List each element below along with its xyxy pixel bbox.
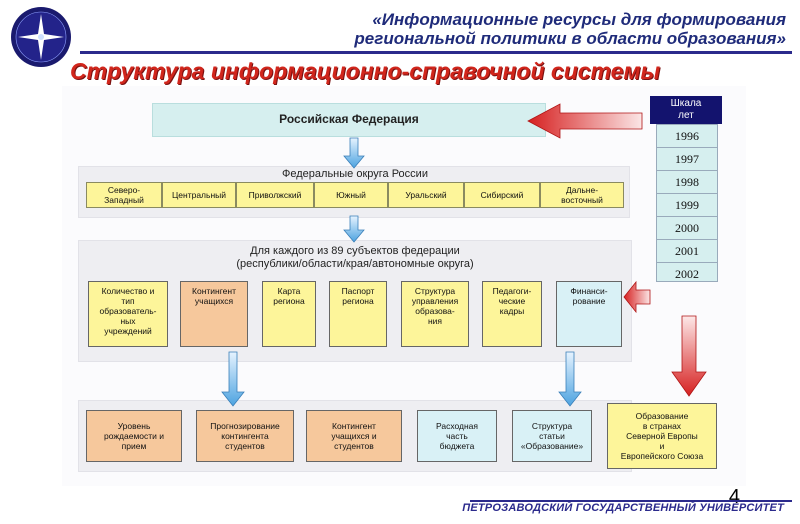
federation-subjects-label: Для каждого из 89 субъектов федерации (р…: [180, 245, 530, 271]
output-budget-expense-box: Расходная часть бюджета: [417, 410, 497, 462]
time-scale-header: Шкала лет: [650, 96, 722, 124]
year-item: 1997: [657, 148, 717, 171]
district-volga: Приволжский: [236, 182, 314, 208]
subject-financing-box: Финанси- рование: [556, 281, 622, 347]
university-name: ПЕТРОЗАВОДСКИЙ ГОСУДАРСТВЕННЫЙ УНИВЕРСИТ…: [462, 502, 784, 514]
subject-management-structure-box: Структура управления образова- ния: [401, 281, 469, 347]
time-scale-years: 1996 1997 1998 1999 2000 2001 2002: [656, 124, 718, 282]
subject-teaching-staff-box: Педагоги- ческие кадры: [482, 281, 542, 347]
subject-student-contingent-box: Контингент учащихся: [180, 281, 248, 347]
presentation-title: «Информационные ресурсы для формирования…: [186, 10, 786, 48]
federal-districts-label: Федеральные округа России: [282, 168, 428, 180]
district-central: Центральный: [162, 182, 236, 208]
slide-title: Структура информационно-справочной систе…: [70, 58, 661, 84]
left-arrow-years-to-financing: [623, 280, 651, 314]
district-siberian: Сибирский: [464, 182, 540, 208]
district-south: Южный: [314, 182, 388, 208]
subject-institutions-box: Количество и тип образователь- ных учреж…: [88, 281, 168, 347]
year-item: 1999: [657, 194, 717, 217]
subject-region-map-box: Карта региона: [262, 281, 316, 347]
down-arrow-to-subjects: [343, 215, 365, 243]
down-arrow-contingent: [221, 351, 245, 407]
federation-subjects-label-line2: (республики/области/края/автономные окру…: [236, 258, 474, 270]
federal-districts-row: Северо- Западный Центральный Приволжский…: [86, 182, 624, 208]
year-item: 1996: [657, 125, 717, 148]
year-item: 2001: [657, 240, 717, 263]
output-birth-rate-box: Уровень рождаемости и прием: [86, 410, 182, 462]
district-northwest: Северо- Западный: [86, 182, 162, 208]
output-education-article-box: Структура статьи «Образование»: [512, 410, 592, 462]
output-student-forecast-box: Прогнозирование контингента студентов: [196, 410, 294, 462]
university-logo-icon: [11, 7, 71, 67]
presentation-title-line1: «Информационные ресурсы для формирования: [372, 10, 786, 29]
down-arrow-to-europe: [671, 315, 707, 397]
header-rule: [80, 51, 792, 54]
russian-federation-node: Российская Федерация: [152, 103, 546, 137]
subject-region-passport-box: Паспорт региона: [329, 281, 387, 347]
year-item: 1998: [657, 171, 717, 194]
down-arrow-to-districts: [343, 137, 365, 169]
federation-subjects-label-line1: Для каждого из 89 субъектов федерации: [250, 245, 460, 257]
output-contingent-box: Контингент учащихся и студентов: [306, 410, 402, 462]
page-number: 4: [728, 486, 740, 508]
footer-rule: [470, 500, 792, 502]
russian-federation-label: Российская Федерация: [279, 112, 419, 126]
district-far-east: Дальне- восточный: [540, 182, 624, 208]
year-item: 2002: [675, 267, 699, 281]
output-europe-education-box: Образование в странах Северной Европы и …: [607, 403, 717, 469]
down-arrow-financing: [558, 351, 582, 407]
district-ural: Уральский: [388, 182, 464, 208]
presentation-title-line2: региональной политики в области образова…: [354, 29, 786, 48]
left-arrow-years-to-federation: [527, 103, 643, 139]
year-item: 2000: [657, 217, 717, 240]
